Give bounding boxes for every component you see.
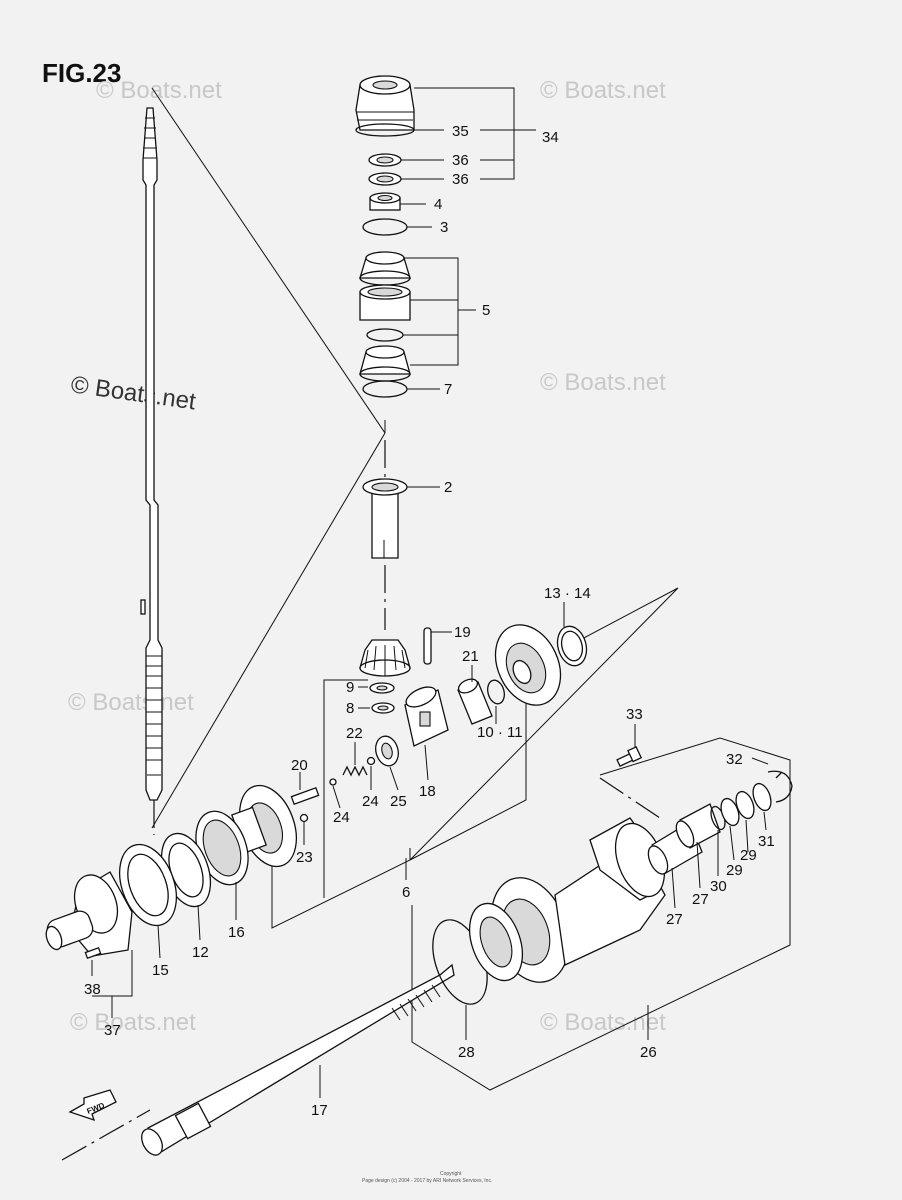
- callout-31: 31: [758, 833, 775, 850]
- watermark: © Boats.net: [96, 77, 222, 104]
- callout-labels: 35 34 36 36 4 3 5 7 2 13 · 14 19 21 9 8 …: [84, 123, 775, 1119]
- callout-33: 33: [626, 706, 643, 723]
- part-20-pin: [290, 786, 320, 806]
- part-35-housing: [355, 75, 415, 137]
- callout-12: 12: [192, 944, 209, 961]
- callout-5: 5: [482, 302, 490, 319]
- part-10-shim: [487, 679, 505, 705]
- part-19-pin: [423, 627, 432, 665]
- callout-34: 34: [542, 129, 559, 146]
- callout-20: 20: [291, 757, 308, 774]
- part-22-spring: [342, 756, 376, 777]
- reverse-gear: [230, 784, 297, 868]
- callout-10-11: 10 · 11: [477, 724, 523, 741]
- part-29-seal: [735, 790, 755, 820]
- footer-page-design: Page design (c) 2004 - 2017 by ARI Netwo…: [362, 1178, 492, 1184]
- callout-4: 4: [434, 196, 442, 213]
- callout-24: 24: [362, 793, 379, 810]
- figure-title: FIG.23: [42, 58, 121, 88]
- forward-gear: [494, 624, 562, 706]
- callout-36: 36: [452, 152, 469, 169]
- callout-30: 30: [710, 878, 727, 895]
- part-17-propeller-shaft: [141, 963, 455, 1156]
- callout-17: 17: [311, 1102, 328, 1119]
- callout-9: 9: [346, 679, 354, 696]
- callout-18: 18: [419, 783, 436, 800]
- watermark: © Boats.net: [540, 369, 666, 396]
- part-32-clip: [767, 770, 793, 803]
- part-3-shim: [362, 218, 408, 236]
- part-25-ring: [375, 735, 399, 767]
- callout-3: 3: [440, 219, 448, 236]
- footer-copyright: Copyright: [440, 1171, 462, 1177]
- callout-23: 23: [296, 849, 313, 866]
- callout-22: 22: [346, 725, 363, 742]
- callout-27: 27: [666, 911, 683, 928]
- part-23-ball: [299, 813, 309, 823]
- callout-2: 2: [444, 479, 452, 496]
- callout-28: 28: [458, 1044, 475, 1061]
- watermark: © Boats.net: [70, 1009, 196, 1036]
- part-33-bolt: [616, 746, 643, 767]
- part-27-needle-bearing: [647, 803, 721, 875]
- callout-37: 37: [104, 1022, 121, 1039]
- callout-29: 29: [740, 847, 757, 864]
- callout-19: 19: [454, 624, 471, 641]
- watermark: © Boats.net: [540, 1009, 666, 1036]
- callout-25: 25: [390, 793, 407, 810]
- part-2-sleeve: [362, 478, 408, 559]
- part-21-bushing: [457, 678, 493, 725]
- part-31-seal: [752, 782, 772, 812]
- part-4-bearing: [369, 192, 401, 211]
- watermark: © Boats.net: [69, 371, 198, 415]
- callout-6: 6: [402, 884, 410, 901]
- part-13-shim: [556, 625, 588, 667]
- callout-13-14: 13 · 14: [544, 585, 591, 602]
- callout-16: 16: [228, 924, 245, 941]
- callout-36: 36: [452, 171, 469, 188]
- callout-32: 32: [726, 751, 743, 768]
- part-8-nut: [371, 702, 395, 714]
- callout-27: 27: [692, 891, 709, 908]
- callout-7: 7: [444, 381, 452, 398]
- part-5-bearing-set: [359, 251, 411, 382]
- part-37-bearing-housing: [45, 871, 133, 960]
- part-18-clutch: [404, 686, 449, 747]
- part-15-shim: [119, 843, 177, 927]
- callout-24: 24: [333, 809, 350, 826]
- callout-15: 15: [152, 962, 169, 979]
- callout-8: 8: [346, 700, 354, 717]
- callout-21: 21: [462, 648, 479, 665]
- part-16-needle-bearing: [195, 810, 249, 886]
- driveshaft: [140, 107, 163, 801]
- callout-29: 29: [726, 862, 743, 879]
- part-9-washer: [369, 682, 395, 694]
- part-7-circlip: [362, 380, 408, 398]
- callout-38: 38: [84, 981, 101, 998]
- callout-26: 26: [640, 1044, 657, 1061]
- part-28-o-ring: [432, 902, 524, 1005]
- watermark: © Boats.net: [540, 77, 666, 104]
- part-36-seal: [368, 153, 402, 186]
- fwd-arrow-icon: FWD: [68, 1089, 117, 1122]
- pinion-gear: [359, 639, 411, 677]
- callout-35: 35: [452, 123, 469, 140]
- watermark: © Boats.net: [68, 689, 194, 716]
- leader-lines: [91, 87, 769, 1098]
